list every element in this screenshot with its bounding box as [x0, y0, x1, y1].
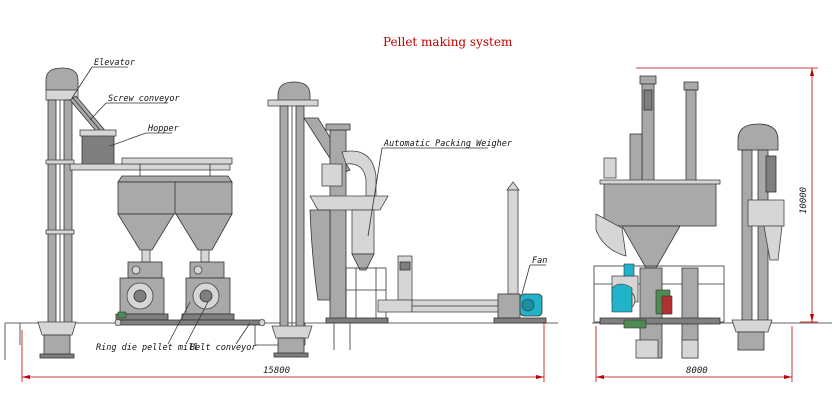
label-belt-conveyor: Belt conveyor	[190, 343, 257, 353]
elevator-left	[37, 67, 79, 359]
dimension-height	[636, 67, 818, 323]
ring-die-pellet-mill-left	[115, 261, 169, 321]
dimension-side-width	[595, 326, 793, 382]
label-fan: Fan	[532, 256, 547, 266]
side-view-main-body	[593, 133, 725, 359]
side-view-elevator	[731, 123, 785, 351]
hopper	[79, 129, 117, 167]
air-duct	[377, 255, 501, 313]
belt-conveyor	[114, 319, 266, 326]
platform	[69, 157, 233, 178]
side-view-tower-short	[683, 81, 699, 183]
dimension-side-width-value: 8000	[686, 366, 708, 376]
dimension-total-length	[21, 322, 545, 382]
side-view-tower-tall	[639, 75, 657, 185]
label-elevator: Elevator	[94, 58, 136, 68]
ground-line	[4, 322, 832, 360]
elevator-middle	[267, 81, 351, 358]
ring-die-pellet-mill-right	[181, 261, 235, 321]
automatic-packing-weigher	[309, 123, 389, 350]
label-ring-die-pellet-mill: Ring die pellet mill	[96, 343, 198, 353]
diagram-title: Pellet making system	[383, 35, 513, 49]
leader-lines	[71, 66, 546, 345]
fan	[493, 181, 547, 324]
label-automatic-packing-weigher: Automatic Packing Weigher	[383, 139, 513, 149]
label-screw-conveyor: Screw conveyor	[108, 94, 181, 104]
dimension-height-value: 10000	[799, 187, 809, 214]
silos	[117, 175, 233, 263]
label-hopper: Hopper	[147, 124, 180, 134]
dimension-total-length-value: 15800	[263, 366, 290, 376]
